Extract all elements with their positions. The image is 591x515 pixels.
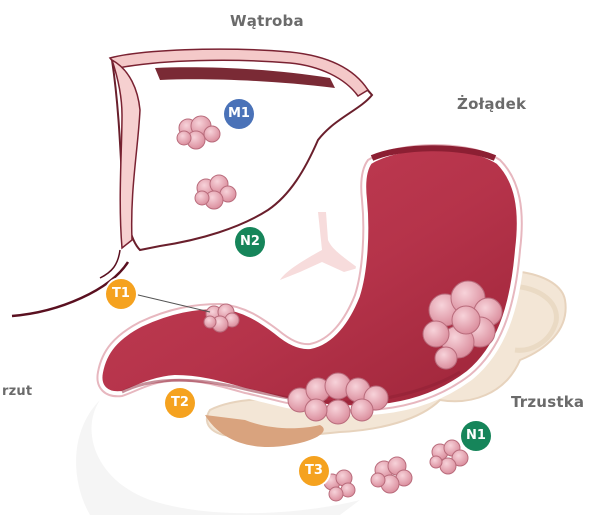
- badge-t1: T1: [106, 279, 136, 309]
- liver-outline: [112, 54, 372, 250]
- label-pancreas: Trzustka: [511, 393, 584, 411]
- badge-n2: N2: [235, 227, 265, 257]
- badge-t3: T3: [299, 456, 329, 486]
- lymph-node-n1: [430, 440, 468, 474]
- lymph-node-2: [371, 457, 412, 493]
- label-cut: rzut: [2, 384, 32, 399]
- badge-n1: N1: [461, 421, 491, 451]
- badge-t2: T2: [165, 388, 195, 418]
- label-liver: Wątroba: [230, 12, 304, 30]
- lymph-node-t3: [324, 470, 355, 501]
- badge-m1: M1: [224, 99, 254, 129]
- hilar-vessel: [280, 212, 358, 280]
- label-stomach: Żołądek: [457, 95, 526, 113]
